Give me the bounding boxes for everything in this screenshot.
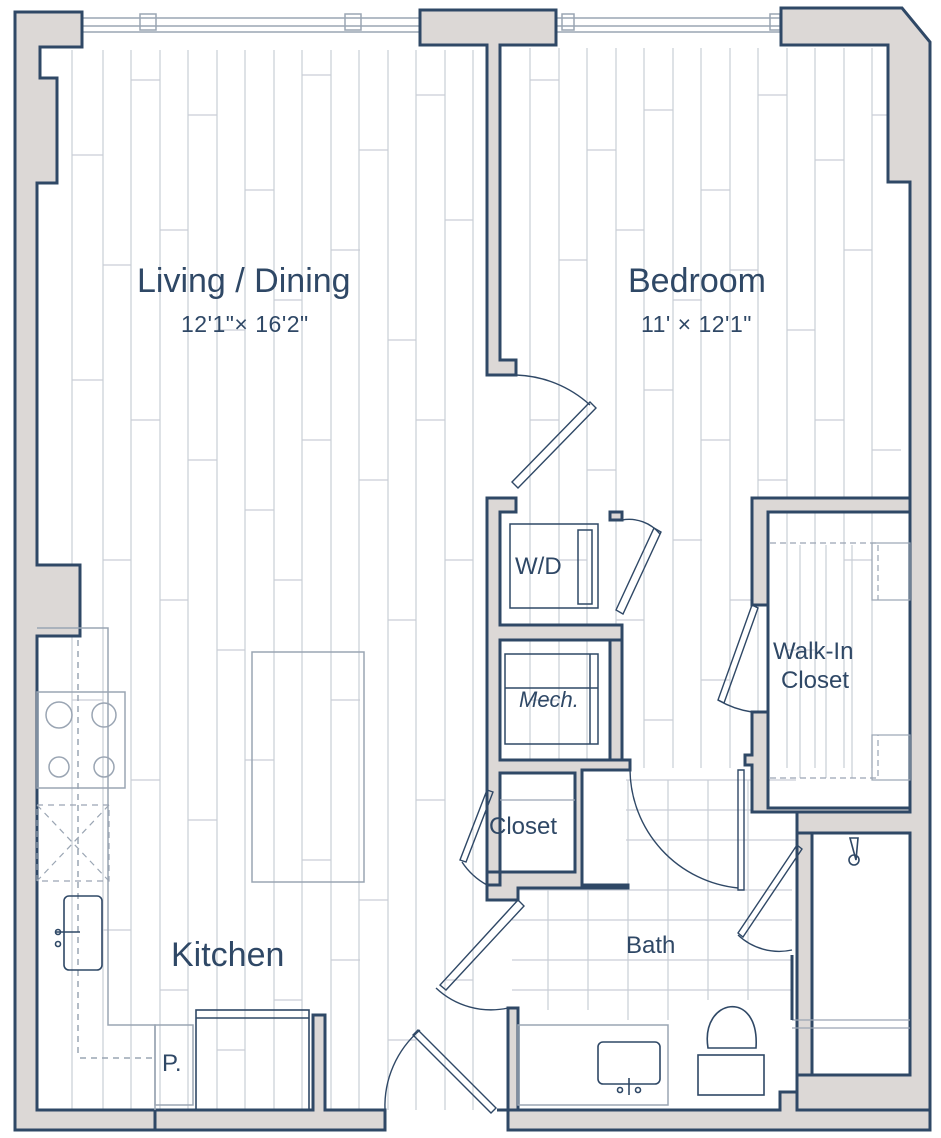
door-swing-icon xyxy=(384,374,803,1114)
living-dining-dimensions: 12'1"× 16'2" xyxy=(181,311,309,337)
living-floor-planks xyxy=(71,50,474,1110)
washer-dryer-icon xyxy=(509,523,599,609)
pantry-cabinet xyxy=(154,1024,194,1106)
walkin-floor-planks xyxy=(799,545,853,778)
dishwasher-icon xyxy=(36,804,110,882)
refrigerator-icon xyxy=(195,1009,310,1111)
walls xyxy=(13,6,932,1132)
pantry-label: P. xyxy=(162,1050,182,1077)
bedroom-label: Bedroom xyxy=(628,262,766,300)
shower-head-icon xyxy=(848,837,860,866)
walk-in-closet-label-line1: Walk-In xyxy=(773,638,854,665)
kitchen-island xyxy=(251,651,365,883)
mechanical-label: Mech. xyxy=(519,687,579,712)
bath-floor-tiles xyxy=(512,779,796,1020)
mechanical-unit-icon xyxy=(504,653,599,745)
closet-rods xyxy=(770,542,879,779)
walk-in-closet-label-line2: Closet xyxy=(781,667,850,694)
sink-icon xyxy=(597,1041,661,1095)
living-dining-label: Living / Dining xyxy=(137,262,351,300)
bath-label: Bath xyxy=(626,932,676,959)
vanity xyxy=(517,1024,669,1106)
sink-icon xyxy=(54,895,103,971)
shower-floor xyxy=(790,955,910,1029)
cooktop-icon xyxy=(36,691,126,789)
closet-label: Closet xyxy=(489,813,558,840)
bedroom-dimensions: 11' × 12'1" xyxy=(641,311,752,337)
washer-dryer-label: W/D xyxy=(515,553,562,580)
kitchen-label: Kitchen xyxy=(171,936,285,974)
toilet-icon xyxy=(697,1005,765,1096)
